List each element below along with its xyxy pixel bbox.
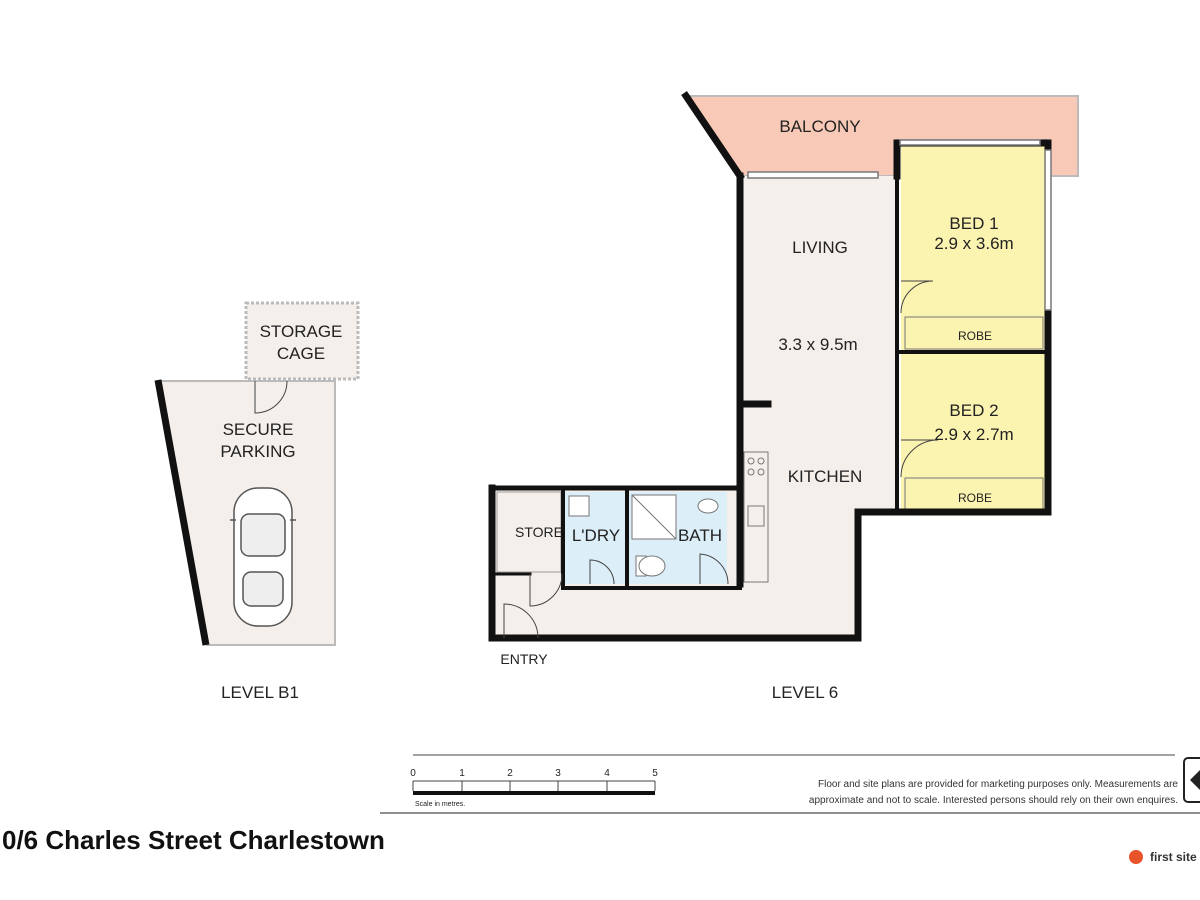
- level-b1-plan: STORAGE CAGE SECURE PARKING LEVEL B1: [154, 301, 360, 702]
- storage-label-2: CAGE: [277, 344, 325, 363]
- robe2-area: [904, 477, 1044, 511]
- scale-tick-1: 1: [459, 768, 465, 779]
- scale-tick-2: 2: [507, 768, 513, 779]
- living-label: LIVING: [792, 238, 848, 257]
- bed1-area: [901, 143, 1046, 350]
- kitchen-counter: [743, 451, 769, 583]
- scale-tick-3: 3: [555, 768, 561, 779]
- balcony-label: BALCONY: [779, 117, 860, 136]
- storage-door-swing: [254, 380, 288, 414]
- scale-bar: 0 1 2 3 4 5 Scale in metres.: [410, 754, 1175, 808]
- living-dims: 3.3 x 9.5m: [778, 335, 857, 354]
- laundry-label: L'DRY: [572, 526, 620, 545]
- disclaimer-line-1: Floor and site plans are provided for ma…: [818, 779, 1178, 790]
- scale-tick-4: 4: [604, 768, 610, 779]
- storage-cage-area: [244, 301, 360, 381]
- bed2-dims: 2.9 x 2.7m: [934, 425, 1013, 444]
- level-6-plan: BALCONY LIVING 3.3 x 9.5m KITCHEN BED 1 …: [488, 91, 1079, 702]
- bed1-label: BED 1: [949, 214, 998, 233]
- scale-caption: Scale in metres.: [415, 801, 465, 808]
- robe1-label: ROBE: [958, 329, 992, 343]
- windows: [747, 139, 1052, 311]
- brand-dot-icon: [1129, 850, 1143, 864]
- door-swings: [503, 280, 939, 639]
- disclaimer-line-2: approximate and not to scale. Interested…: [809, 795, 1178, 806]
- scale-tick-0: 0: [410, 768, 416, 779]
- parking-label-1: SECURE: [223, 420, 294, 439]
- storage-label-1: STORAGE: [260, 322, 343, 341]
- brand-logo: first site i: [1129, 850, 1200, 864]
- brand-text: first site i: [1150, 850, 1200, 864]
- level-b1-label: LEVEL B1: [221, 683, 299, 702]
- level-6-label: LEVEL 6: [772, 683, 838, 702]
- bathroom-fixtures: [568, 494, 719, 577]
- store-label: STORE: [515, 524, 563, 540]
- parking-wall: [154, 379, 210, 646]
- entry-label: ENTRY: [500, 651, 548, 667]
- scale-tick-5: 5: [652, 768, 658, 779]
- kitchen-label: KITCHEN: [788, 467, 863, 486]
- bath-label: BATH: [678, 526, 722, 545]
- parking-label-2: PARKING: [220, 442, 295, 461]
- compass-icon: [1183, 757, 1200, 803]
- car-icon: [230, 487, 296, 627]
- bed1-dims: 2.9 x 3.6m: [934, 234, 1013, 253]
- address-title: 0/6 Charles Street Charlestown: [2, 825, 385, 855]
- bed2-label: BED 2: [949, 401, 998, 420]
- robe1-area: [904, 316, 1044, 350]
- store-area: [496, 491, 562, 573]
- robe2-label: ROBE: [958, 491, 992, 505]
